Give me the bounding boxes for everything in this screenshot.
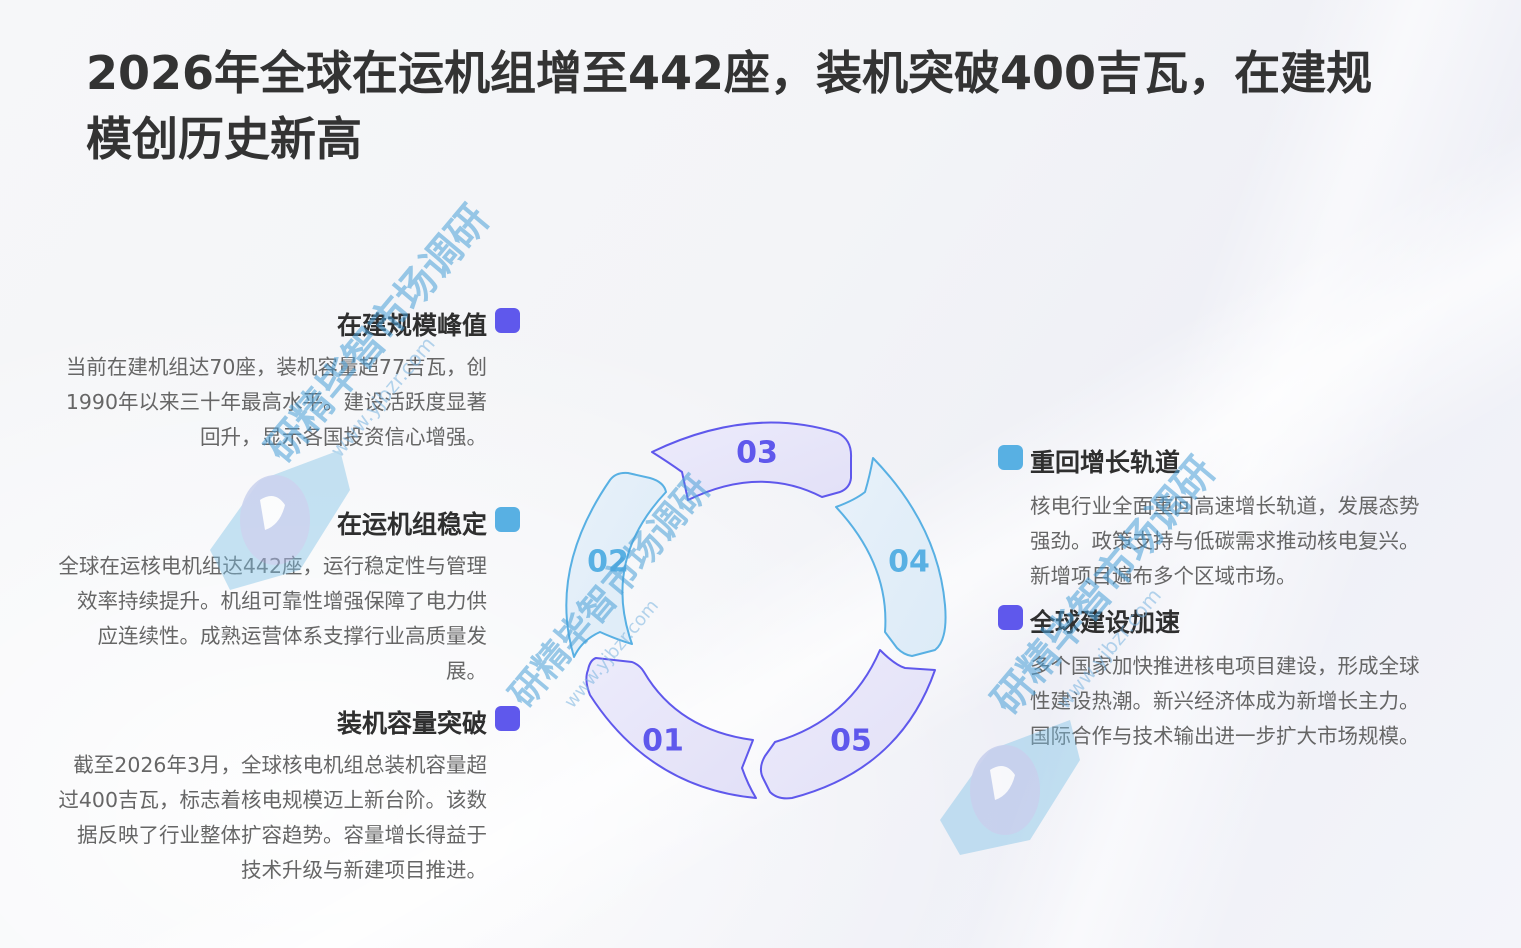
info-block-capacity-breakthrough: 装机容量突破 截至2026年3月，全球核电机组总装机容量超过400吉瓦，标志着核… bbox=[57, 706, 520, 888]
segment-label-05: 05 bbox=[830, 723, 872, 759]
cycle-segment-01 bbox=[585, 657, 757, 799]
cycle-segment-05 bbox=[759, 649, 936, 800]
block-heading: 在运机组稳定 bbox=[336, 510, 487, 539]
cycle-arrows-graphic bbox=[565, 421, 947, 800]
info-block-construction-peak: 在建规模峰值 当前在建机组达70座，装机容量超77吉瓦，创1990年以来三十年最… bbox=[57, 308, 520, 455]
square-marker-icon bbox=[998, 605, 1023, 630]
block-text: 全球在运核电机组达442座，运行稳定性与管理效率持续提升。机组可靠性增强保障了电… bbox=[58, 554, 487, 683]
block-heading: 装机容量突破 bbox=[336, 709, 487, 738]
cycle-segment-02 bbox=[565, 471, 667, 658]
block-heading: 全球建设加速 bbox=[1030, 608, 1181, 637]
block-text: 多个国家加快推进核电项目建设，形成全球性建设热潮。新兴经济体成为新增长主力。国际… bbox=[1030, 654, 1420, 748]
info-block-operating-stable: 在运机组稳定 全球在运核电机组达442座，运行稳定性与管理效率持续提升。机组可靠… bbox=[57, 507, 520, 689]
segment-label-04: 04 bbox=[888, 544, 930, 580]
cycle-diagram: 03 04 05 01 02 bbox=[560, 400, 960, 820]
segment-label-02: 02 bbox=[587, 544, 629, 580]
block-text: 当前在建机组达70座，装机容量超77吉瓦，创1990年以来三十年最高水平。建设活… bbox=[65, 355, 487, 449]
segment-label-01: 01 bbox=[642, 723, 684, 759]
square-marker-icon bbox=[495, 507, 520, 532]
info-block-growth-track: 重回增长轨道 核电行业全面重回高速增长轨道，发展态势强劲。政策支持与低碳需求推动… bbox=[998, 445, 1430, 594]
block-text: 核电行业全面重回高速增长轨道，发展态势强劲。政策支持与低碳需求推动核电复兴。新增… bbox=[1030, 494, 1420, 588]
square-marker-icon bbox=[495, 706, 520, 731]
square-marker-icon bbox=[998, 445, 1023, 470]
page-title: 2026年全球在运机组增至442座，装机突破400吉瓦，在建规模创历史新高 bbox=[86, 46, 1373, 166]
square-marker-icon bbox=[495, 308, 520, 333]
segment-label-03: 03 bbox=[736, 435, 778, 471]
cycle-segment-03 bbox=[651, 421, 853, 501]
cycle-segment-04 bbox=[835, 457, 947, 657]
info-block-global-construction: 全球建设加速 多个国家加快推进核电项目建设，形成全球性建设热潮。新兴经济体成为新… bbox=[998, 605, 1430, 754]
block-heading: 在建规模峰值 bbox=[336, 311, 487, 340]
block-heading: 重回增长轨道 bbox=[1030, 448, 1181, 477]
block-text: 截至2026年3月，全球核电机组总装机容量超过400吉瓦，标志着核电规模迈上新台… bbox=[58, 753, 487, 882]
